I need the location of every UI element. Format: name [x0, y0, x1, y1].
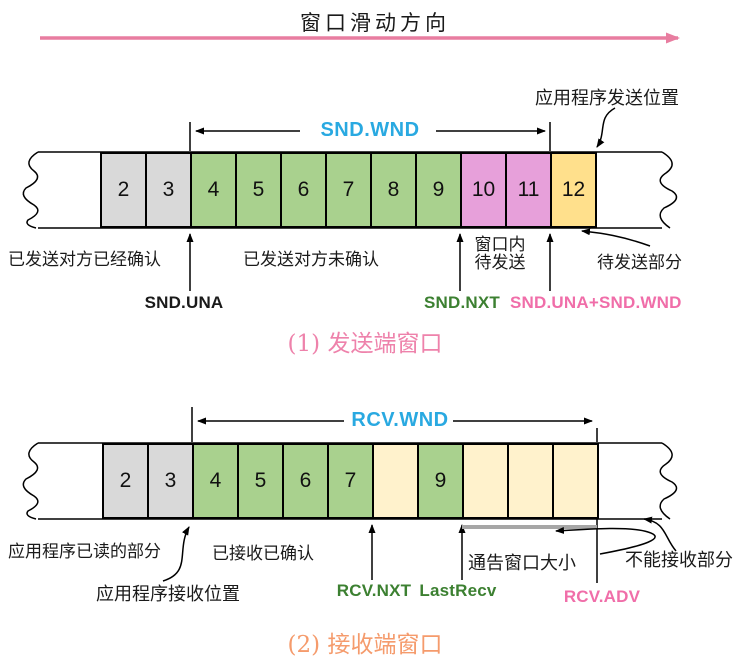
sender-cell-8: 8 — [370, 152, 417, 228]
sender-cell-2: 2 — [100, 152, 147, 228]
receiver-cell-8 — [372, 443, 419, 519]
receiver-cell-12 — [552, 443, 599, 519]
snd-una-label: SND.UNA — [144, 293, 224, 312]
sender-cell-3: 3 — [145, 152, 192, 228]
sender-cell-11: 11 — [505, 152, 552, 228]
rcv-adv-label: RCV.ADV — [563, 587, 641, 606]
receiver-cell-11 — [507, 443, 554, 519]
in-window-line1: 窗口内 — [474, 235, 526, 255]
sent-unacked-label: 已发送对方未确认 — [243, 250, 379, 270]
cannot-recv-label: 不能接收部分 — [625, 550, 733, 571]
sender-cell-4: 4 — [190, 152, 237, 228]
receiver-cell-4: 4 — [192, 443, 239, 519]
app-send-pos-arrow — [596, 107, 616, 148]
sender-cell-6: 6 — [280, 152, 327, 228]
rcv-wnd-arrow — [191, 407, 598, 442]
sender-cell-9: 9 — [415, 152, 462, 228]
last-recv-label: LastRecv — [419, 581, 497, 600]
rcv-nxt-label: RCV.NXT — [336, 581, 412, 600]
adv-window-arrow — [555, 527, 656, 555]
sender-caption: (1) 发送端窗口 — [287, 331, 443, 357]
to-send-part-arrow — [581, 228, 651, 247]
snd-nxt-label: SND.NXT — [423, 293, 501, 312]
received-acked-label: 已接收已确认 — [212, 544, 314, 564]
to-send-part-label: 待发送部分 — [597, 253, 682, 273]
receiver-cell-2: 2 — [102, 443, 149, 519]
app-recv-pos-arrow — [162, 526, 190, 582]
sent-acked-label: 已发送对方已经确认 — [8, 250, 161, 270]
cannot-recv-arrow — [643, 516, 677, 552]
sender-cell-7: 7 — [325, 152, 372, 228]
app-recv-pos-label: 应用程序接收位置 — [96, 584, 240, 605]
snd-wnd-label: SND.WND — [320, 119, 420, 141]
app-read-label: 应用程序已读的部分 — [8, 542, 161, 562]
receiver-caption: (2) 接收端窗口 — [287, 632, 443, 658]
in-window-line2: 待发送 — [474, 253, 526, 273]
receiver-cell-7: 7 — [327, 443, 374, 519]
receiver-cell-5: 5 — [237, 443, 284, 519]
snd-una-wnd-label: SND.UNA+SND.WND — [510, 293, 682, 312]
receiver-cell-6: 6 — [282, 443, 329, 519]
sender-cell-12: 12 — [550, 152, 597, 228]
receiver-cell-9: 9 — [417, 443, 464, 519]
slide-direction-label: 窗口滑动方向 — [300, 11, 450, 35]
sender-cell-10: 10 — [460, 152, 507, 228]
app-send-pos-label: 应用程序发送位置 — [535, 88, 679, 109]
sender-cell-5: 5 — [235, 152, 282, 228]
in-window-to-send-label: 窗口内 待发送 — [467, 236, 533, 272]
adv-window-label: 通告窗口大小 — [468, 553, 576, 574]
rcv-wnd-label: RCV.WND — [351, 409, 449, 431]
receiver-cell-3: 3 — [147, 443, 194, 519]
receiver-cell-10 — [462, 443, 509, 519]
snd-wnd-arrow — [189, 122, 551, 151]
